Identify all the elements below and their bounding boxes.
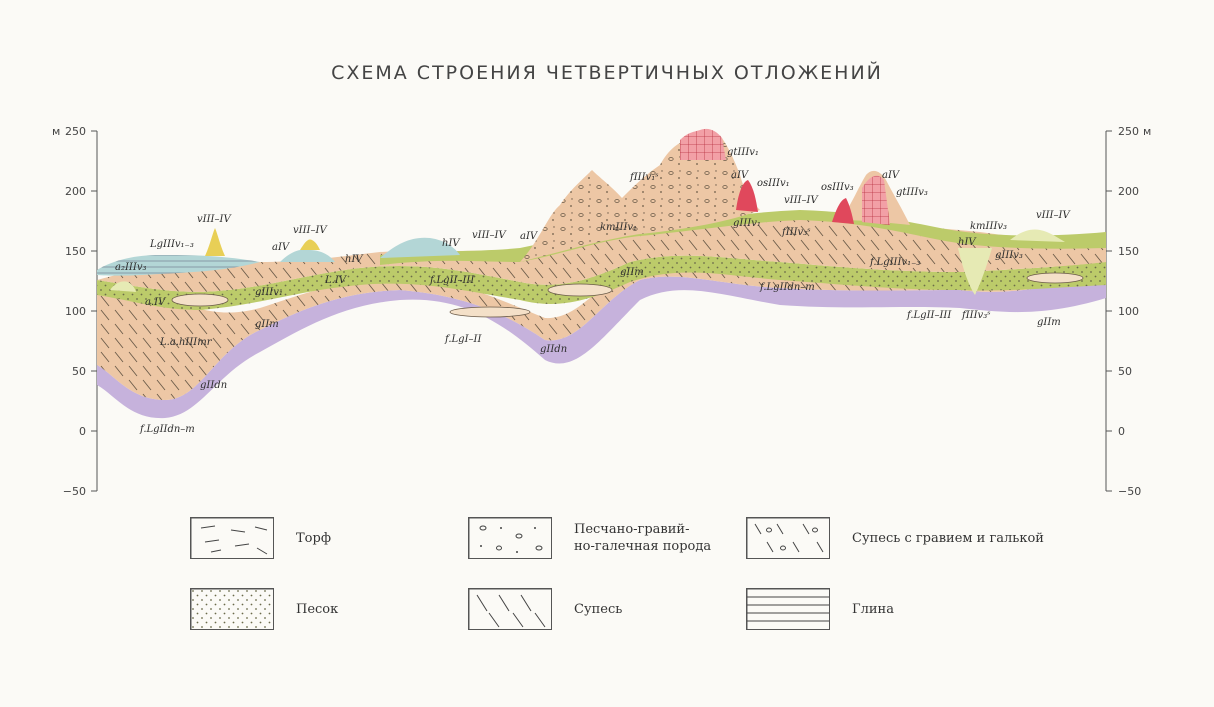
lens-mid <box>449 306 531 318</box>
unit-label: gIIIv₁ <box>733 218 761 229</box>
legend-swatch-clay <box>746 588 830 630</box>
unit-label: f.LgII–III <box>906 310 952 321</box>
unit-label: gIIm <box>255 319 279 330</box>
legend-label: Песчано-гравий- но-галечная порода <box>574 522 712 554</box>
unit-label: osIIIv₃ <box>821 182 854 193</box>
unit-label: LgIIIv₁₋₃ <box>149 239 194 250</box>
unit-label: a₂IIIv₃ <box>115 262 146 273</box>
unit-label: vIII–IV <box>197 214 232 225</box>
legend-swatch-sandy-loam <box>468 588 552 630</box>
unit-label: vIII–IV <box>1036 210 1071 221</box>
unit-label: gIIdn <box>540 344 567 355</box>
unit-label: kmIIIv₁ <box>600 222 637 233</box>
legend-sand: Песок <box>190 588 338 630</box>
unit-label: f.LgIIdn–m <box>759 282 815 293</box>
unit-label: gtIIIv₁ <box>727 147 759 158</box>
left-tick-label: 50 <box>72 365 86 378</box>
unit-label: gIIm <box>620 267 644 278</box>
right-tick-label: −50 <box>1118 485 1141 498</box>
legend-sandy-loam-gravel: Супесь с гравием и галькой <box>746 517 1044 559</box>
unit-label: a.IV <box>145 297 167 308</box>
unit-label: fIIIv₃ˢ <box>961 310 991 321</box>
unit-label: aIV <box>731 170 750 181</box>
left-tick-label: −50 <box>63 485 86 498</box>
legend-label: Песок <box>296 601 339 617</box>
unit-label: gIIm <box>1037 317 1061 328</box>
legend-swatch-peat <box>190 517 274 559</box>
axis-ticks: 250 250 200 200 150 150 100 100 50 50 0 0 −50 −50 м м <box>52 125 1151 498</box>
unit-label: kmIIIv₃ <box>970 221 1007 232</box>
legend-label: Супесь <box>574 601 623 617</box>
legend-gravel-rock: Песчано-гравий- но-галечная порода <box>468 517 711 559</box>
left-tick-label: 200 <box>65 185 86 198</box>
unit-label: osIIIv₁ <box>757 178 790 189</box>
unit-label: f.LgII–III <box>429 275 475 286</box>
right-tick-label: 250 <box>1118 125 1139 138</box>
right-tick-label: 0 <box>1118 425 1125 438</box>
right-tick-label: 50 <box>1118 365 1132 378</box>
lens-right <box>1026 272 1084 284</box>
unit-label: gIIIv₃ <box>995 250 1023 261</box>
unit-label: fIIIv₁ˢ <box>629 172 659 183</box>
left-tick-label: 0 <box>79 425 86 438</box>
unit-label: f.LgIIdn–m <box>139 424 195 435</box>
unit-label: vIII–IV <box>293 225 328 236</box>
left-tick-label: 150 <box>65 245 86 258</box>
deposit-blue-mid <box>380 237 460 258</box>
right-tick-label: 150 <box>1118 245 1139 258</box>
deposit-pale-right <box>1010 229 1065 242</box>
layer-green-surface <box>380 210 1106 265</box>
peak-yellow-2 <box>300 239 320 250</box>
deposit-blue-mid2 <box>280 249 335 262</box>
left-tick-label: 250 <box>65 125 86 138</box>
lens-left <box>171 293 229 307</box>
unit-label: aIV <box>272 242 291 253</box>
peak-yellow-1 <box>205 228 225 256</box>
right-tick-label: 200 <box>1118 185 1139 198</box>
left-tick-label: 100 <box>65 305 86 318</box>
unit-label: hIV <box>442 238 461 249</box>
unit-label: vIII–IV <box>472 230 507 241</box>
lens-center <box>547 283 613 297</box>
deposit-pale-left <box>110 281 136 292</box>
unit-label: L.IV <box>324 275 348 286</box>
unit-labels: a₂IIIv₃ LgIIIv₁₋₃ vIII–IV aIV vIII–IV hI… <box>115 147 1071 435</box>
unit-label: fIIIv₃ˢ <box>781 227 811 238</box>
right-axis-unit: м <box>1143 125 1151 138</box>
unit-label: aIV <box>520 231 539 242</box>
left-axis-unit: м <box>52 125 60 138</box>
unit-label: L.a.hIIImr <box>159 337 213 348</box>
legend-swatch-gravel-rock <box>468 517 552 559</box>
legend-sandy-loam: Супесь <box>468 588 622 630</box>
unit-label: f.LgI–II <box>444 334 482 345</box>
unit-label: hIV <box>345 254 364 265</box>
unit-label: gtIIIv₃ <box>896 187 928 198</box>
unit-label: vIII–IV <box>784 195 819 206</box>
legend-swatch-sand <box>190 588 274 630</box>
legend-peat: Торф <box>190 517 331 559</box>
unit-label: gIIdn <box>200 380 227 391</box>
valley-infill <box>958 248 992 295</box>
legend-label: Торф <box>296 530 331 546</box>
right-tick-label: 100 <box>1118 305 1139 318</box>
page-title: СХЕМА СТРОЕНИЯ ЧЕТВЕРТИЧНЫХ ОТЛОЖЕНИЙ <box>331 62 883 84</box>
unit-label: f.LgIIIv₁₋₃ <box>869 257 920 268</box>
unit-label: aIV <box>882 170 901 181</box>
legend-swatch-sandy-loam-gravel <box>746 517 830 559</box>
legend-clay: Глина <box>746 588 894 630</box>
deposit-red-1 <box>736 180 758 212</box>
legend-label: Супесь с гравием и галькой <box>852 530 1044 546</box>
unit-label: gIIIv₁ <box>255 287 283 298</box>
deposit-red-2 <box>832 198 854 224</box>
legend-label: Глина <box>852 601 894 617</box>
unit-label: hIV <box>958 237 977 248</box>
